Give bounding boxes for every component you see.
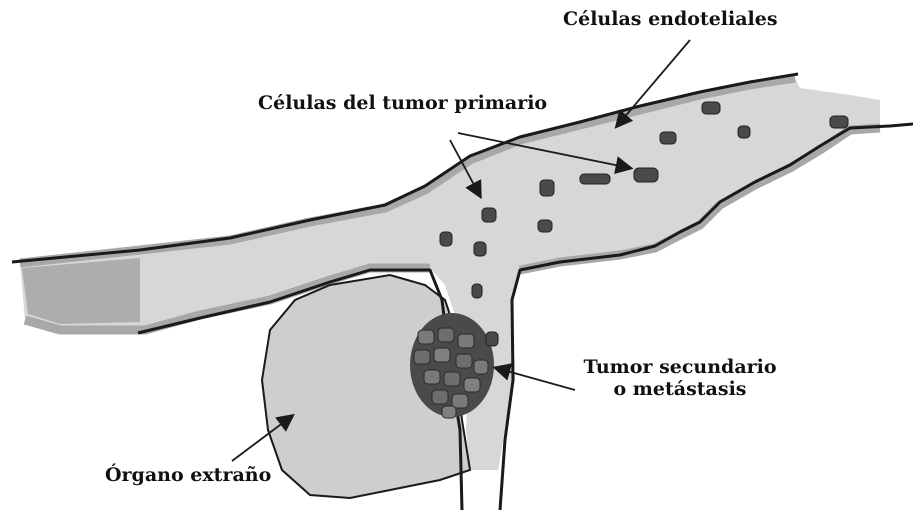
label-primary-tumor-cells: Células del tumor primario bbox=[258, 92, 547, 114]
tumor-cell bbox=[830, 116, 848, 128]
label-secondary-tumor-line1: Tumor secundario bbox=[575, 356, 785, 378]
tumor-cell bbox=[660, 132, 676, 144]
tumor-cell bbox=[482, 208, 496, 222]
tumor-cell bbox=[474, 360, 488, 374]
tumor-cell bbox=[458, 334, 474, 348]
label-secondary-tumor: Tumor secundario o metástasis bbox=[575, 356, 785, 400]
tumor-cell bbox=[464, 378, 480, 392]
tumor-cell bbox=[432, 390, 448, 404]
tumor-cell bbox=[442, 406, 456, 418]
tumor-cell bbox=[444, 372, 460, 386]
tumor-cell bbox=[702, 102, 720, 114]
tumor-cell bbox=[440, 232, 452, 246]
tumor-cell bbox=[424, 370, 440, 384]
tumor-cell bbox=[486, 332, 498, 346]
label-secondary-tumor-line2: o metástasis bbox=[575, 378, 785, 400]
tumor-cell bbox=[456, 354, 472, 368]
tumor-cell bbox=[538, 220, 552, 232]
vessel-left-end-shade bbox=[22, 258, 140, 324]
tumor-cell bbox=[634, 168, 658, 182]
label-endothelial-cells: Células endoteliales bbox=[563, 8, 778, 30]
label-foreign-organ: Órgano extraño bbox=[105, 464, 271, 486]
tumor-cell bbox=[438, 328, 454, 342]
tumor-cell bbox=[414, 350, 430, 364]
tumor-cell bbox=[452, 394, 468, 408]
tumor-cell bbox=[474, 242, 486, 256]
tumor-cell bbox=[540, 180, 554, 196]
tumor-cell bbox=[434, 348, 450, 362]
tumor-cell bbox=[472, 284, 482, 298]
tumor-cell bbox=[580, 174, 610, 184]
tumor-cell bbox=[418, 330, 434, 344]
tumor-cell bbox=[738, 126, 750, 138]
